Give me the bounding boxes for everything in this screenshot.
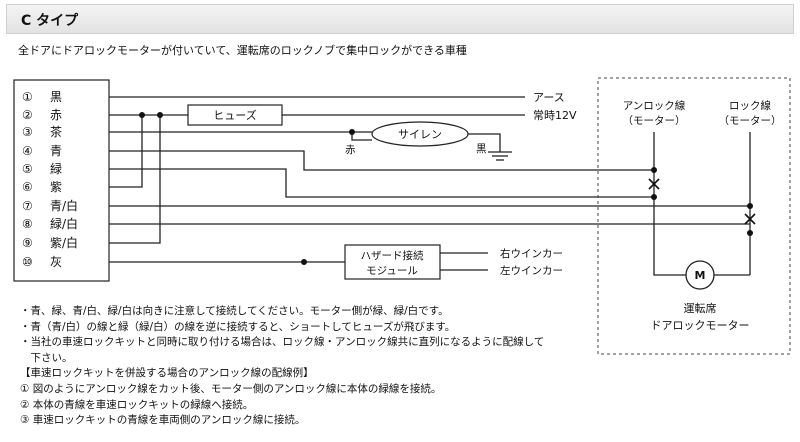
- siren-black-label: 黒: [476, 143, 487, 155]
- page-title: C タイプ: [21, 13, 79, 29]
- wire-color-6: 紫: [50, 180, 62, 194]
- siren-red-lead: [351, 132, 372, 141]
- wire-number-9: ⑨: [22, 236, 33, 250]
- right-winker-label: 右ウインカー: [500, 247, 563, 260]
- description: 全ドアにドアロックモーターが付いていて、運転席のロックノブで集中ロックができる車…: [18, 44, 467, 57]
- driver-label-1: 運転席: [684, 301, 717, 315]
- lock-wire-label-1: ロック線: [729, 99, 771, 112]
- wire-color-2: 赤: [50, 108, 62, 122]
- siren-black-lead: [468, 133, 501, 152]
- constant-12v-label: 常時12V: [533, 109, 577, 122]
- wire-number-6: ⑥: [22, 180, 33, 194]
- unlock-wire-label-2: （モーター）: [623, 115, 686, 127]
- wire-number-10: ⑩: [22, 255, 33, 269]
- wire-4-blue: [109, 150, 654, 171]
- cut-marks: [648, 178, 756, 225]
- wire-color-1: 黒: [50, 90, 62, 104]
- motor-left-lead: [653, 262, 686, 276]
- wire-number-1: ①: [22, 90, 33, 104]
- left-winker-label: 左ウインカー: [500, 264, 563, 277]
- wire-6-purple: [109, 115, 143, 188]
- note-line: ① 図のようにアンロック線をカット後、モーター側のアンロック線に本体の緑線を接続…: [20, 382, 442, 395]
- wire-number-3: ③: [22, 125, 33, 139]
- siren-label: サイレン: [398, 128, 442, 141]
- note-line: 【車速ロックキットを併設する場合のアンロック線の配線例】: [20, 367, 314, 380]
- note-line: ・当社の車速ロックキットと同時に取り付ける場合は、ロック線・アンロック線共に直列…: [20, 336, 545, 349]
- title-bar: C タイプ: [6, 4, 794, 34]
- motor-symbol: [685, 260, 715, 290]
- unlock-wire-label-1: アンロック線: [623, 99, 686, 112]
- fuse-label: ヒューズ: [213, 108, 256, 122]
- notes: ・青、緑、青/白、緑/白は向きに注意して接続してください。モーター側が緑、緑/白…: [20, 304, 580, 429]
- wire-number-2: ②: [22, 108, 33, 122]
- wire-9-purple-white: [109, 115, 161, 244]
- wire-labels: ① 黒 ② 赤 ③ 茶 ④ 青 ⑤ 緑 ⑥ 紫 ⑦ 青/白 ⑧ 緑/白 ⑨ 紫/白 ⑩ 灰: [22, 90, 78, 269]
- wire-color-7: 青/白: [50, 198, 78, 213]
- wire-number-8: ⑧: [22, 217, 33, 231]
- note-line: ・青、緑、青/白、緑/白は向きに注意して接続してください。モーター側が緑、緑/白…: [20, 305, 449, 317]
- note-line: ・青（青/白）の線と緑（緑/白）の線を逆に接続すると、ショートしてヒューズが飛び…: [20, 320, 456, 333]
- wire-5-green: [109, 168, 654, 198]
- note-line: ② 本体の青線を車速ロックキットの緑線へ接続。: [20, 398, 254, 411]
- wire-color-4: 青: [50, 144, 62, 158]
- hazard-module-box: [344, 244, 441, 280]
- junctions: [139, 112, 753, 265]
- wire-color-3: 茶: [50, 124, 62, 139]
- connector-box: [13, 79, 110, 282]
- hazard-label-2: モジュール: [366, 265, 418, 277]
- wire-number-7: ⑦: [22, 199, 33, 213]
- siren-red-label: 赤: [345, 144, 356, 156]
- wire-color-10: 灰: [50, 255, 62, 269]
- fuse-box: [187, 104, 283, 126]
- wire-number-4: ④: [22, 144, 33, 158]
- note-line: ③ 車速ロックキットの青線を車両側のアンロック線に接続。: [20, 414, 306, 427]
- wire-color-5: 緑: [50, 161, 62, 176]
- motor-label: M: [695, 269, 706, 282]
- wire-color-9: 紫/白: [50, 235, 78, 250]
- wire-number-5: ⑤: [22, 162, 33, 176]
- note-line: 下さい。: [20, 351, 73, 364]
- hazard-label-1: ハザード接続: [361, 249, 424, 262]
- wire-color-8: 緑/白: [50, 216, 78, 231]
- earth-label: アース: [533, 91, 565, 104]
- driver-label-2: ドアロックモーター: [651, 319, 750, 332]
- siren-ellipse: [371, 121, 469, 147]
- driver-door-area: [597, 77, 791, 355]
- lock-wire-label-2: （モーター）: [719, 115, 782, 127]
